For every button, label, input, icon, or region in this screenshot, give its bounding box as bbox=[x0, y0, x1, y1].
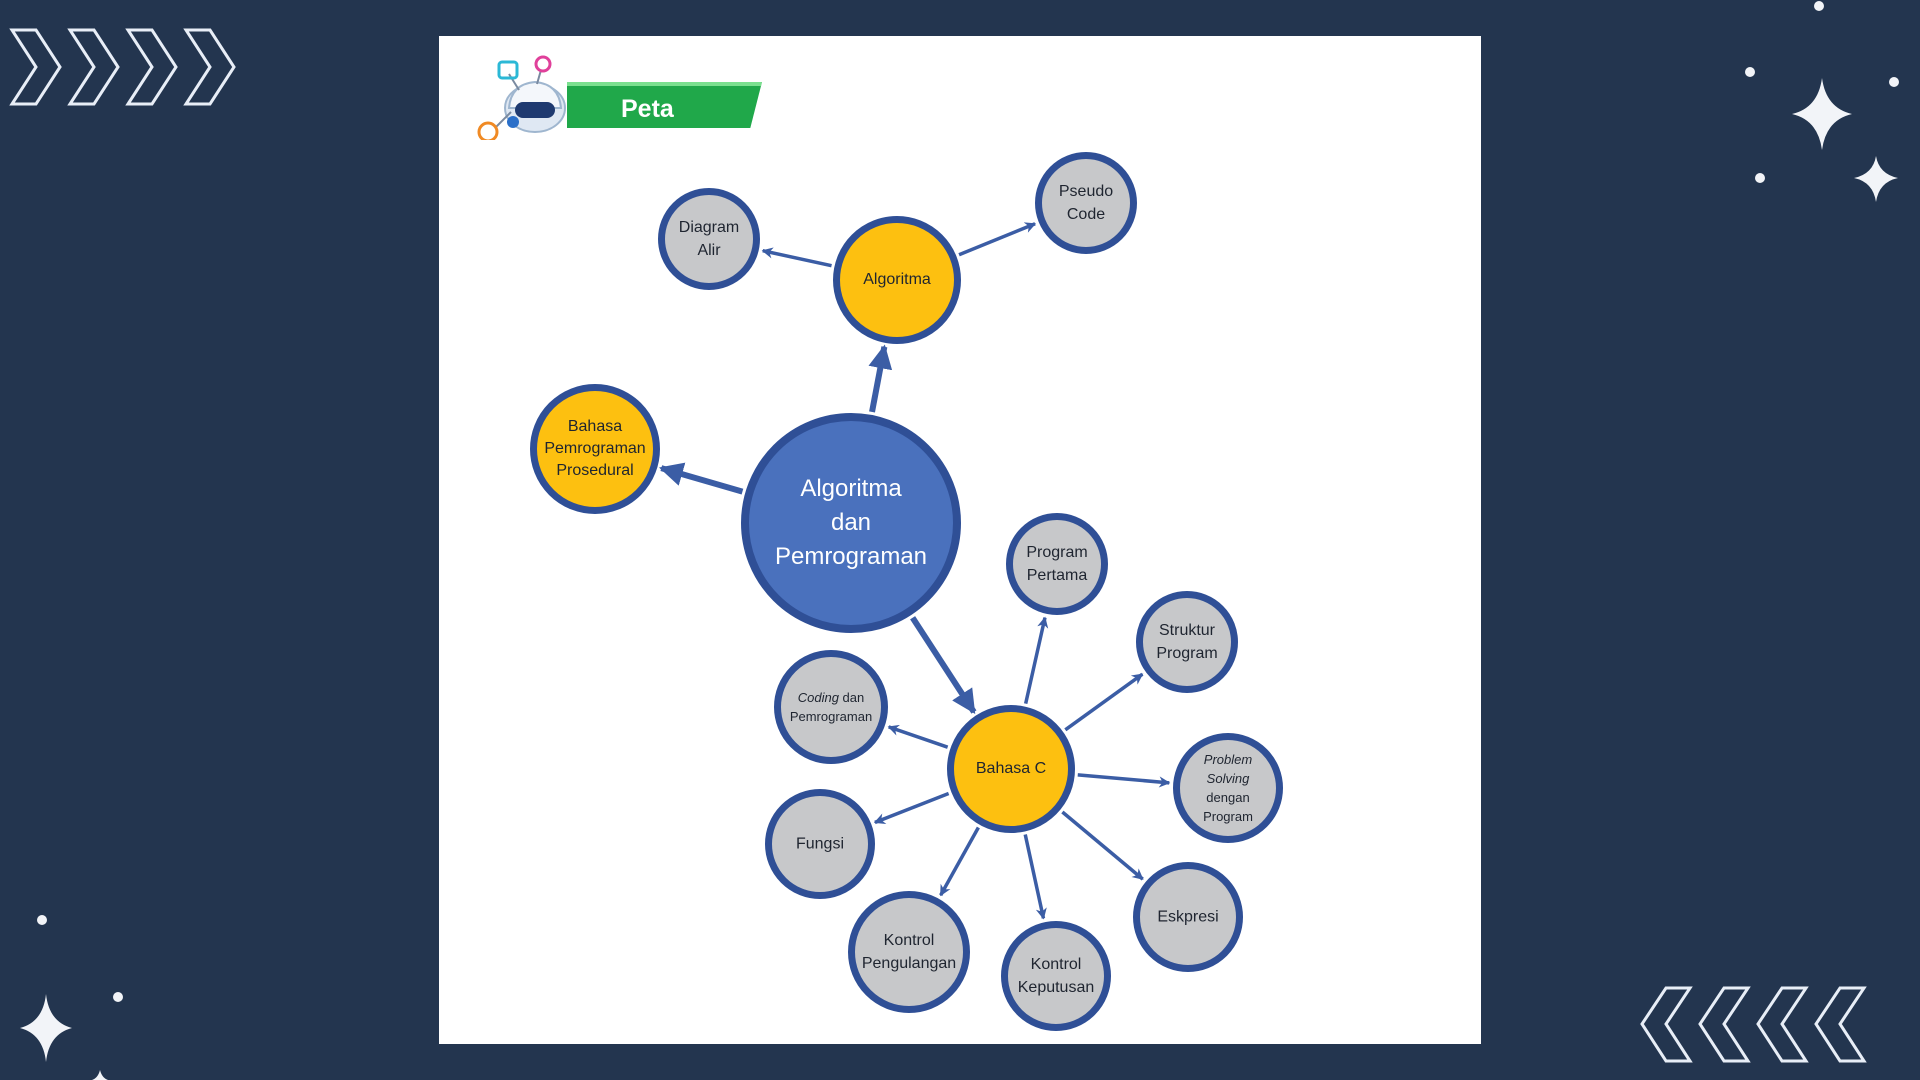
node-pseudo-code bbox=[1035, 152, 1137, 254]
arrow-algoritma-to-pseudo-code bbox=[958, 222, 1037, 257]
arrow-bahasa-c-to-program-pertama bbox=[1023, 616, 1049, 705]
arrow-bahasa-c-to-coding-pemrograman bbox=[887, 724, 949, 749]
chevrons-left-icon bbox=[1640, 986, 1867, 1063]
concept-map-diagram bbox=[530, 152, 1283, 1031]
arrow-bahasa-c-to-kontrol-pengulangan bbox=[939, 826, 980, 897]
arrow-bahasa-c-to-eskpresi bbox=[1061, 810, 1144, 881]
arrow-bahasa-c-to-kontrol-keputusan bbox=[1023, 834, 1047, 920]
peta-konsep-logo-icon bbox=[477, 55, 566, 140]
arrow-bahasa-c-to-problem-solving bbox=[1077, 773, 1171, 788]
chevrons-right-icon bbox=[9, 28, 236, 106]
node-center bbox=[741, 413, 961, 633]
arrow-center-to-bahasa-prosedural bbox=[658, 462, 744, 495]
arrow-center-to-bahasa-c bbox=[910, 616, 977, 715]
node-program-pertama bbox=[1006, 513, 1108, 615]
arrow-bahasa-c-to-fungsi bbox=[873, 791, 950, 825]
node-algoritma bbox=[833, 216, 961, 344]
node-eskpresi bbox=[1133, 862, 1243, 972]
node-bahasa-prosedural bbox=[530, 384, 660, 514]
arrow-center-to-algoritma bbox=[868, 344, 893, 413]
node-struktur-program bbox=[1136, 591, 1238, 693]
sparkle-icon bbox=[20, 1, 1899, 1080]
node-problem-solving bbox=[1173, 733, 1283, 843]
node-fungsi bbox=[765, 789, 875, 899]
node-kontrol-keputusan bbox=[1001, 921, 1111, 1031]
node-diagram-alir bbox=[658, 188, 760, 290]
arrow-bahasa-c-to-struktur-program bbox=[1064, 672, 1144, 732]
node-coding-pemrograman bbox=[774, 650, 888, 764]
peta-konsep-badge: Peta Konsep bbox=[567, 82, 762, 128]
arrow-algoritma-to-diagram-alir bbox=[761, 247, 832, 268]
node-kontrol-pengulangan bbox=[848, 891, 970, 1013]
node-bahasa-c bbox=[947, 705, 1075, 833]
